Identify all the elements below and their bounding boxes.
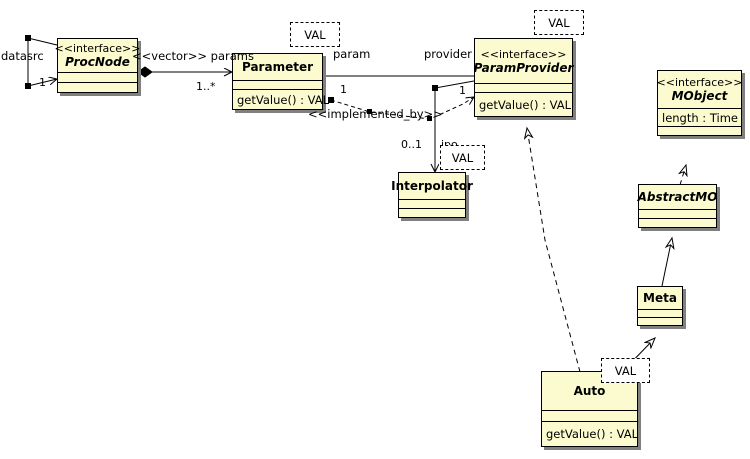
class-operations-abstractmo [639,218,716,227]
template-parameter-label: VAL [304,27,326,42]
datasrc-text: datasrc [1,49,44,63]
class-operations-mobject [658,126,741,135]
class-attributes-interpolator [399,199,465,208]
provider-mult-text: 1 [459,84,466,97]
class-header-abstractmo: AbstractMO [637,185,718,209]
class-name: ParamProvider [473,60,574,75]
class-name: ProcNode [65,55,130,69]
class-attributes-auto [542,410,637,421]
class-attributes-mobject: length : Time [658,107,741,126]
class-stereotype: <<interface>> [54,42,141,55]
class-box-mobject[interactable]: <<interface>> MObject length : Time [657,70,742,136]
operation-getvalue: getValue() : VAL [479,97,572,112]
class-header-parameter: Parameter [233,54,322,80]
class-name: MObject [671,88,728,103]
class-name: Parameter [241,60,314,74]
class-header-paramprovider: <<interface>> ParamProvider [473,39,574,83]
class-attributes-paramprovider [475,83,572,92]
class-operations-paramprovider: getValue() : VAL [475,92,572,116]
class-header-mobject: <<interface>> MObject [656,71,743,108]
class-box-procnode[interactable]: <<interface>> ProcNode [55,38,141,93]
edge-label-vector-params: <<vector>> params [132,50,254,63]
operation-getvalue: getValue() : VAL [546,427,639,441]
edge-procnode-parameter-composition [137,66,232,78]
class-header-auto: Auto [542,372,637,410]
class-attributes-parameter [233,80,322,89]
param-mult-text: 1 [340,83,347,96]
datasrc-mult-text: 1 [39,76,46,89]
template-parameter-label: VAL [614,363,637,378]
template-parameter-label: VAL [451,150,474,165]
class-stereotype: <<interface>> [656,75,743,89]
class-operations-procnode [58,82,137,92]
class-operations-meta [638,317,682,325]
edge-label-param-multiplicity: 1 [340,83,347,96]
edge-label-implemented-by: <<implemented_by>> [308,108,443,121]
class-name: Auto [573,384,606,398]
provider-role-text: provider [424,47,472,61]
class-stereotype: <<interface>> [480,47,567,61]
template-parameter-label: VAL [548,15,570,30]
class-box-paramprovider[interactable]: <<interface>> ParamProvider getValue() :… [474,38,573,117]
params-mult-text: 1..* [196,80,216,93]
class-name: Interpolator [391,179,473,193]
class-header-meta: Meta [638,287,682,309]
class-name: Meta [643,291,677,305]
operation-getvalue: getValue() : VAL [237,92,330,107]
ipo-mult-text: 0..1 [401,138,422,151]
class-attributes-abstractmo [639,209,716,218]
class-box-interpolator[interactable]: Interpolator [391,172,473,218]
template-parameter-box-auto: VAL [601,358,650,383]
template-parameter-box-parameter: VAL [290,22,340,47]
class-operations-parameter: getValue() : VAL [233,89,329,109]
class-box-parameter[interactable]: Parameter getValue() : VAL [232,53,329,110]
class-header-interpolator: Interpolator [391,173,473,199]
class-operations-auto: getValue() : VAL [542,421,639,446]
edge-label-provider-multiplicity: 1 [459,84,466,97]
class-box-auto[interactable]: Auto getValue() : VAL [541,371,638,447]
param-role-text: param [333,47,371,61]
class-attributes-procnode [58,72,137,82]
class-attributes-meta [638,309,682,317]
class-box-abstractmo[interactable]: AbstractMO [638,184,717,228]
edge-label-param-role: param [333,48,370,61]
edge-label-ipo-multiplicity: 0..1 [401,138,422,151]
class-name: AbstractMO [637,190,718,204]
edge-label-datasrc: datasrc [1,50,44,63]
attribute-length: length : Time [662,110,738,125]
edge-abstractmo-mobject-realization [680,165,686,186]
template-parameter-box-interpolator: VAL [440,145,485,170]
class-operations-interpolator [399,208,465,217]
edge-auto-paramprovider-realization [527,128,581,373]
edge-label-datasrc-multiplicity: 1 [39,76,46,89]
template-parameter-box-paramprovider: VAL [534,10,584,35]
edge-meta-abstractmo-generalization [661,238,672,287]
implemented-by-text: <<implemented_by>> [308,107,443,121]
edge-label-params-multiplicity: 1..* [196,80,216,93]
edge-label-provider-role: provider [424,48,472,61]
vector-params-text: <<vector>> params [132,49,254,63]
class-box-meta[interactable]: Meta [637,286,683,326]
class-header-procnode: <<interface>> ProcNode [55,39,141,72]
